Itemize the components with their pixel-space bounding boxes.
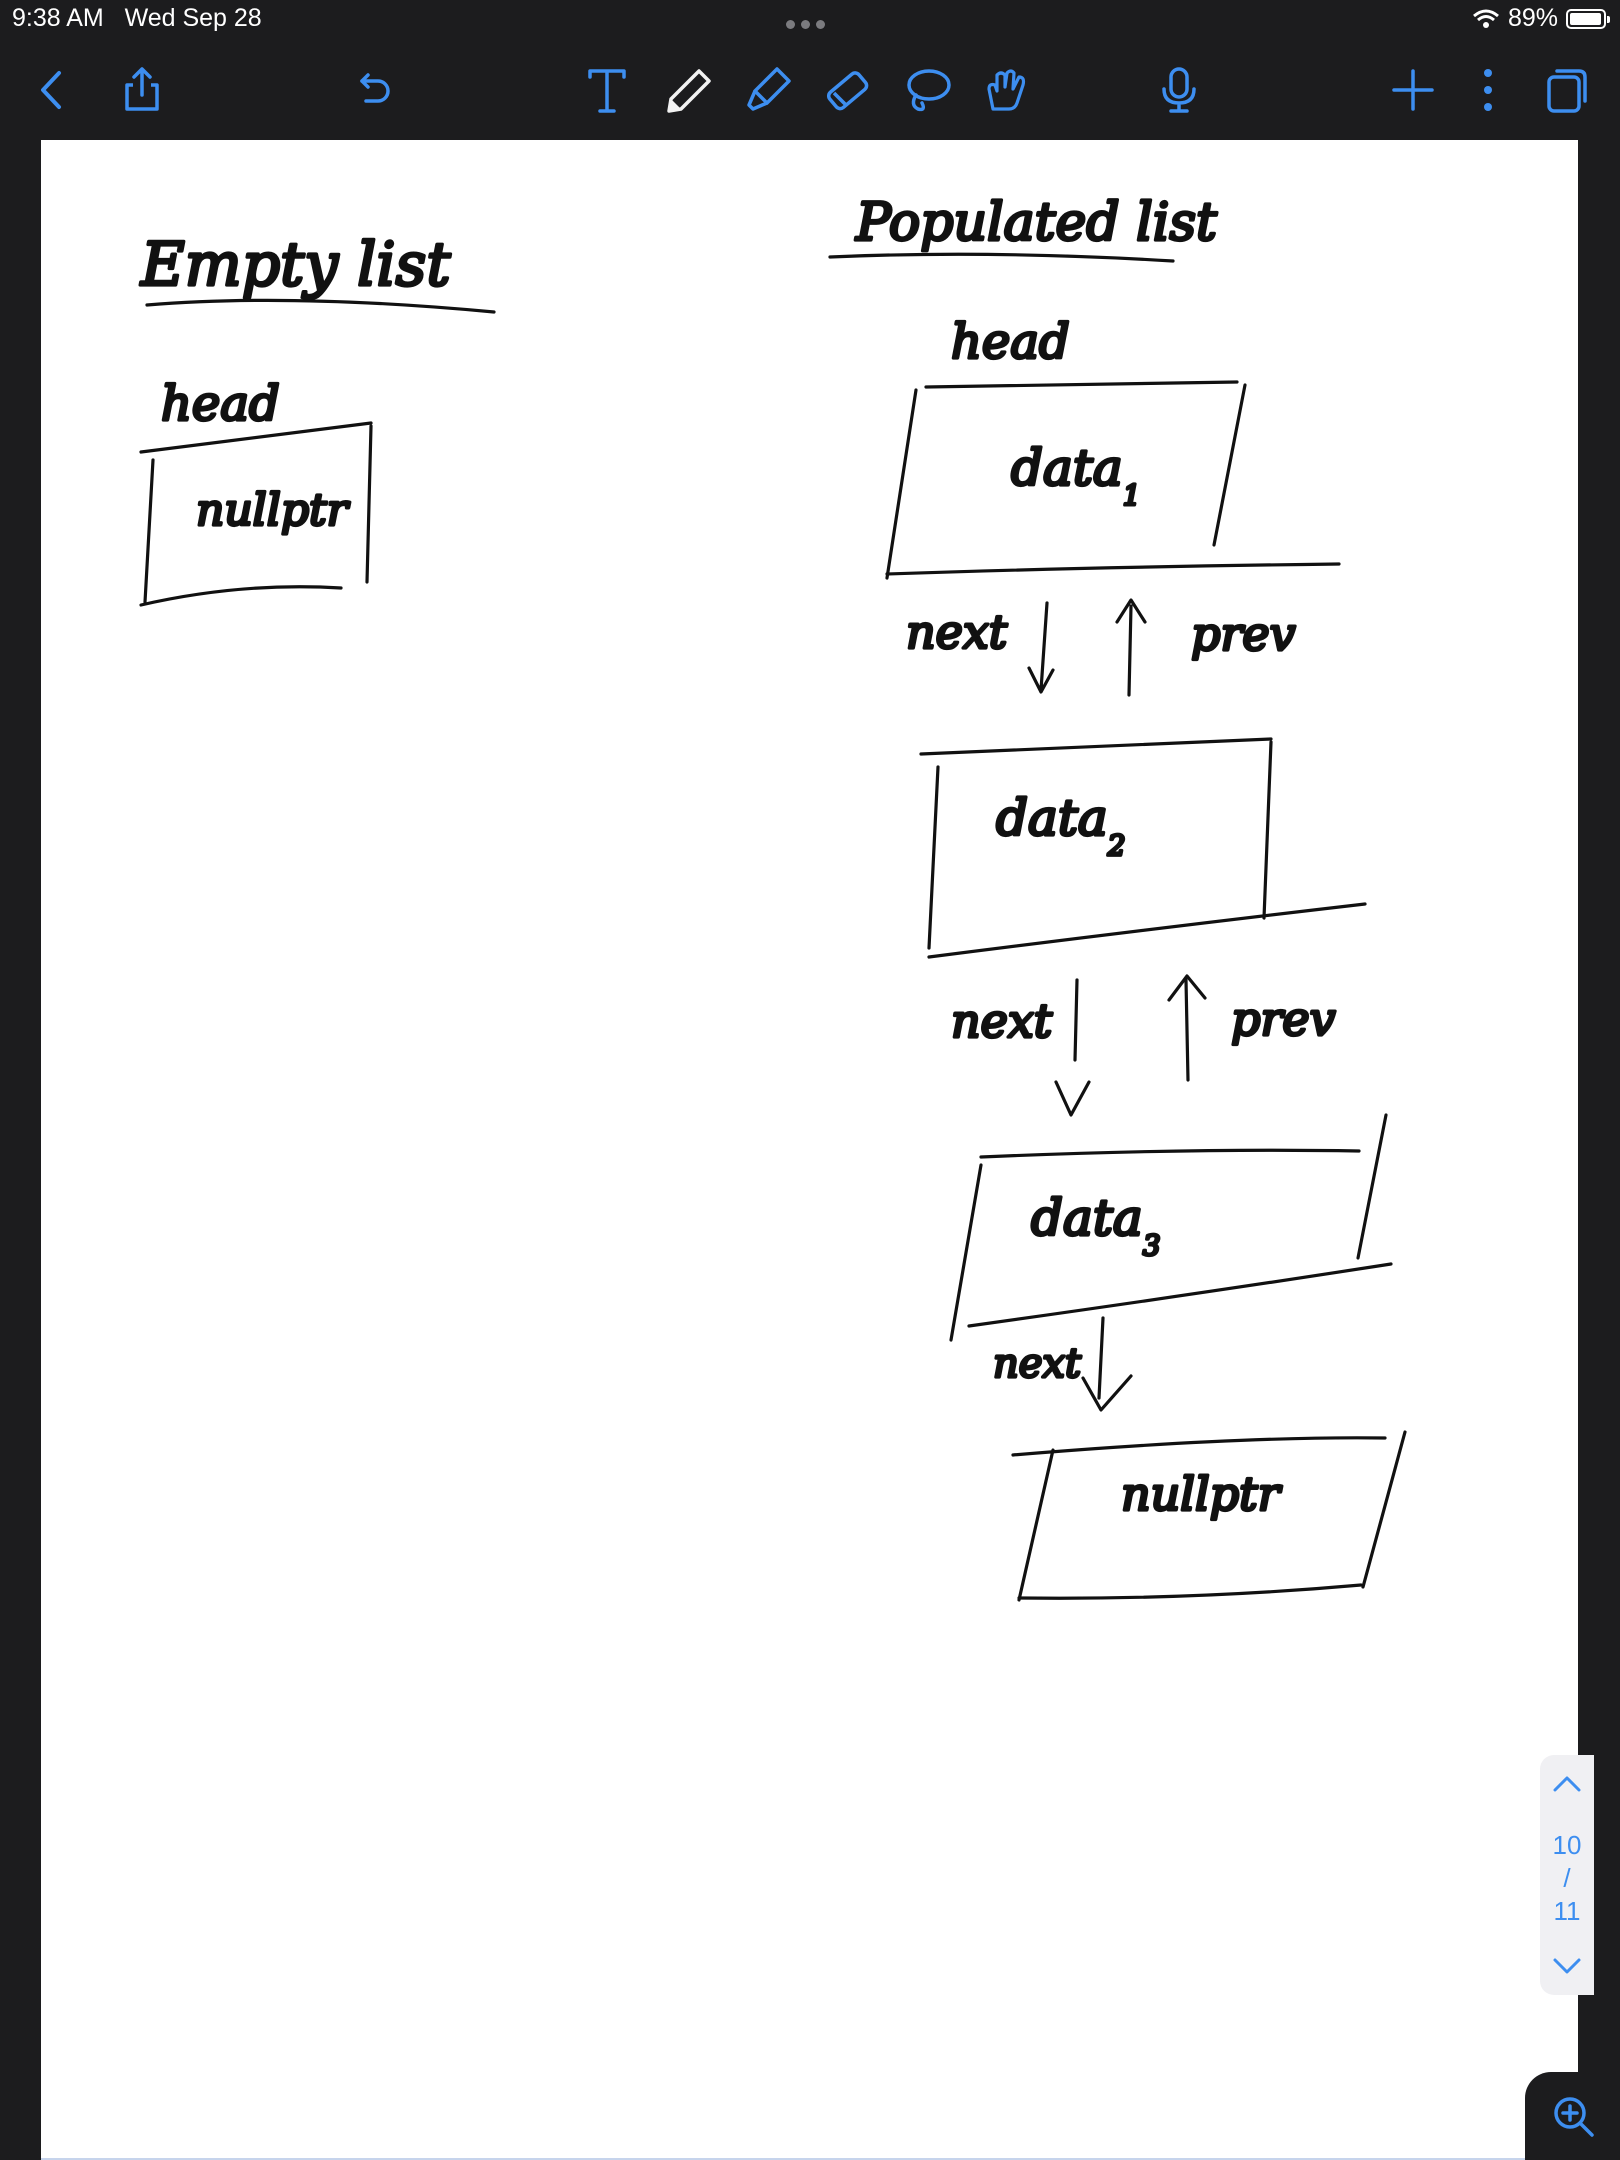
page-separator: /: [1563, 1863, 1571, 1893]
empty-list-title: Empty list: [140, 230, 451, 300]
node-1-sub: 1: [1123, 479, 1141, 512]
page-up-chevron-icon[interactable]: [1550, 1767, 1584, 1801]
status-indicators: 89%: [1472, 4, 1610, 33]
link-1-prev: prev: [1191, 607, 1296, 661]
node-3-sub: 3: [1143, 1229, 1161, 1262]
page-navigator: 10 / 11: [1540, 1755, 1594, 1995]
populated-head-label: head: [951, 314, 1070, 370]
add-page-icon[interactable]: [1377, 54, 1449, 126]
empty-nullptr: nullptr: [196, 485, 351, 536]
battery-percent: 89%: [1507, 4, 1558, 32]
lasso-icon[interactable]: [891, 54, 963, 126]
empty-head-box: [139, 421, 373, 607]
status-time: 9:38 AM Wed Sep 28: [12, 4, 262, 33]
clock: 9:38 AM: [12, 4, 104, 32]
node-2-label: data2: [996, 789, 1126, 862]
link-2-prev: prev: [1231, 992, 1336, 1046]
terminal-box: [1011, 1430, 1407, 1602]
pages-icon[interactable]: [1530, 54, 1602, 126]
node-2-sub: 2: [1107, 829, 1126, 862]
link-1-prev-arrow: [1115, 598, 1147, 697]
pen-icon[interactable]: [652, 54, 724, 126]
eraser-icon[interactable]: [811, 54, 883, 126]
more-icon[interactable]: [1452, 54, 1524, 126]
wifi-icon: [1472, 9, 1499, 28]
share-icon[interactable]: [106, 54, 178, 126]
node-3-box: [949, 1113, 1393, 1342]
link-3-next-arrow: [1081, 1316, 1133, 1412]
zoom-in-icon[interactable]: [1525, 2072, 1620, 2160]
page-current: 10: [1552, 1830, 1582, 1860]
multitasking-dots-icon[interactable]: [786, 16, 831, 34]
page-total: 11: [1553, 1896, 1581, 1926]
link-2-next-arrow: [1054, 978, 1091, 1117]
link-2-prev-arrow: [1167, 974, 1207, 1082]
microphone-icon[interactable]: [1143, 54, 1215, 126]
date: Wed Sep 28: [124, 4, 262, 32]
hand-draw-icon[interactable]: [970, 54, 1042, 126]
handwritten-diagram: Empty list head nullptr Populated list h…: [138, 191, 1407, 1602]
link-1-next-arrow: [1027, 601, 1055, 694]
link-3-next: next: [993, 1341, 1082, 1387]
link-1-next: next: [906, 605, 1008, 659]
text-tool-icon[interactable]: [571, 54, 643, 126]
node-3-label: data3: [1031, 1189, 1161, 1262]
highlighter-icon[interactable]: [732, 54, 804, 126]
node-2-box: [919, 737, 1367, 959]
note-canvas[interactable]: Empty list head nullptr Populated list h…: [41, 140, 1578, 2160]
back-icon[interactable]: [16, 54, 88, 126]
toolbar: [0, 40, 1620, 140]
undo-icon[interactable]: [337, 54, 409, 126]
battery-icon: [1566, 8, 1610, 29]
empty-head-label: head: [161, 376, 280, 432]
node-1-box: [885, 380, 1341, 580]
status-bar: 9:38 AM Wed Sep 28 89%: [0, 0, 1620, 40]
terminal-nullptr: nullptr: [1121, 1467, 1283, 1521]
page-down-chevron-icon[interactable]: [1550, 1949, 1584, 1983]
link-2-next: next: [951, 994, 1053, 1048]
node-1-label: data1: [1011, 439, 1141, 512]
populated-list-title: Populated list: [855, 193, 1217, 253]
